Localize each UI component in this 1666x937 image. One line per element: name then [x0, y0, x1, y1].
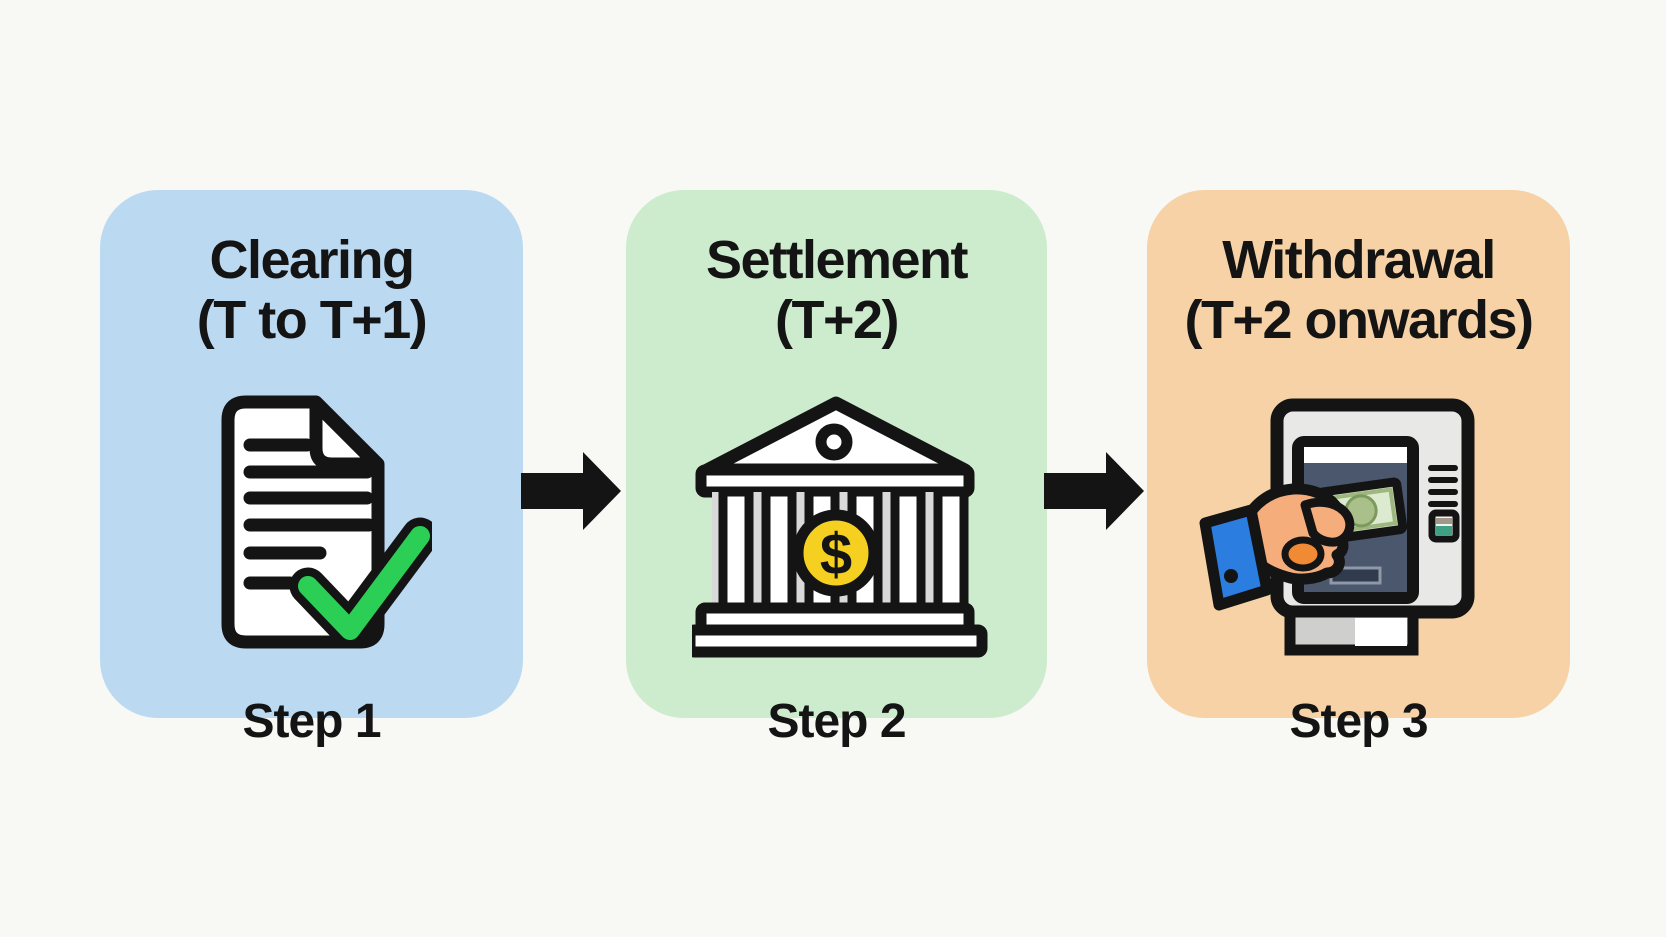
dollar-coin-icon: $: [792, 509, 880, 597]
arrow-right-icon: [521, 452, 621, 530]
bank-icon: $: [692, 396, 988, 658]
panel-title: Withdrawal (T+2 onwards): [1147, 230, 1570, 350]
step-label-3: Step 3: [1289, 695, 1428, 748]
sleeve: [1199, 504, 1273, 611]
checkmark-icon: [289, 517, 432, 649]
panel-title-line2: (T+2): [774, 290, 900, 350]
hand-icon: [1237, 483, 1355, 585]
panel-title-line1: Clearing: [209, 230, 415, 290]
panel-settlement: Settlement (T+2): [626, 190, 1047, 718]
panel-withdrawal: Withdrawal (T+2 onwards): [1147, 190, 1570, 718]
dollar-sign: $: [820, 522, 852, 587]
document-check-icon: [221, 395, 432, 649]
arrow-right-icon: [1044, 452, 1144, 530]
panel-title-line1: Settlement: [705, 230, 969, 290]
atm-keypad-lines: [1428, 465, 1458, 507]
panel-title: Clearing (T to T+1): [100, 230, 523, 350]
panel-title-line1: Withdrawal: [1222, 230, 1496, 290]
atm-button: [1428, 509, 1460, 543]
document-lines: [243, 438, 376, 590]
panel-clearing: Clearing (T to T+1): [100, 190, 523, 718]
panel-title: Settlement (T+2): [626, 230, 1047, 350]
panel-title-line2: (T to T+1): [196, 290, 428, 350]
panel-title-line2: (T+2 onwards): [1184, 290, 1534, 350]
step-label-2: Step 2: [767, 695, 906, 748]
atm-icon: [1199, 398, 1475, 656]
step-label-1: Step 1: [242, 695, 381, 748]
